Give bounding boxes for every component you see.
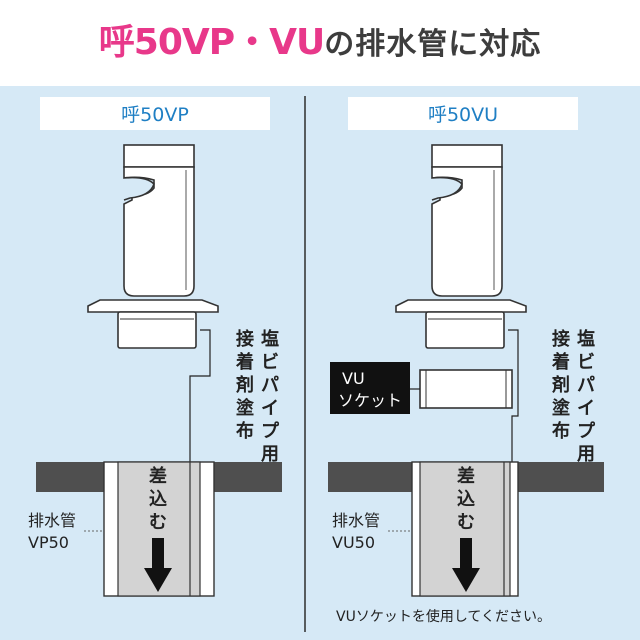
left-glue-1: 塩 <box>261 328 279 350</box>
left-pipe-label-1: 排水管 <box>28 511 76 530</box>
right-glue2-3: 剤 <box>551 374 570 396</box>
vu-socket <box>419 369 513 409</box>
left-glue-5: プ <box>261 420 280 442</box>
left-panel: 呼50VP 塩 ビ パ イ プ 用 <box>28 97 282 597</box>
right-trap-cap <box>431 144 503 168</box>
left-insert-label: 差 込 む <box>149 465 167 533</box>
left-insert-3: む <box>149 512 167 533</box>
left-glue-label-col1: 塩 ビ パ イ プ 用 <box>261 328 280 465</box>
right-pipe-label-2: VU50 <box>332 533 375 552</box>
left-glue2-1: 接 <box>236 328 254 350</box>
right-note: VUソケットを使用してください。 <box>336 608 551 625</box>
right-pipe-label-1: 排水管 <box>332 511 380 530</box>
right-flange <box>395 299 527 313</box>
right-glue2-4: 塗 <box>552 397 571 419</box>
right-glue-4: イ <box>577 398 595 419</box>
left-insert-2: 込 <box>149 489 167 510</box>
left-header-box <box>40 97 270 130</box>
right-trap-body <box>431 166 503 297</box>
right-insert-label: 差 込 む <box>457 465 475 533</box>
left-glue2-5: 布 <box>236 420 254 442</box>
right-trap <box>431 144 503 297</box>
left-header: 呼50VP <box>121 104 189 126</box>
left-glue-2: ビ <box>261 352 279 373</box>
right-insert-2: 込 <box>457 489 475 510</box>
right-header: 呼50VU <box>428 104 498 126</box>
right-glue-label-col2: 接 着 剤 塗 布 <box>551 328 571 442</box>
vu-socket-badge-line2: ソケット <box>338 391 402 410</box>
down-arrow-icon <box>452 538 480 592</box>
left-trap-notch <box>123 176 155 201</box>
left-floor-slab-b <box>214 462 282 492</box>
right-glue2-2: 着 <box>551 351 570 373</box>
left-pipe-label-2: VP50 <box>28 533 69 552</box>
left-glue2-4: 塗 <box>236 397 255 419</box>
right-glue2-5: 布 <box>552 420 570 442</box>
right-glue-5: プ <box>577 420 596 442</box>
vu-socket-badge-line1: VU <box>342 369 365 388</box>
right-floor-slab-b <box>518 462 604 492</box>
title-rest: の排水管に対応 <box>324 27 542 62</box>
right-insert-1: 差 <box>457 465 475 487</box>
left-trap-body <box>123 166 195 297</box>
down-arrow-icon <box>144 538 172 592</box>
vu-socket-badge <box>330 362 410 414</box>
left-glue2-2: 着 <box>235 351 254 373</box>
right-header-box <box>348 97 578 130</box>
left-glue-4: イ <box>261 398 279 419</box>
left-glue-label-col2: 接 着 剤 塗 布 <box>235 328 255 442</box>
right-panel: 呼50VU VU ソケット 塩 ビ パ イ <box>328 97 604 625</box>
right-insert-3: む <box>457 512 475 533</box>
right-glue-leader <box>508 329 519 472</box>
right-glue-6: 用 <box>577 444 595 465</box>
left-glue-leader <box>189 329 211 472</box>
right-trap-notch <box>431 176 463 201</box>
right-glue-label-col1: 塩 ビ パ イ プ 用 <box>577 328 596 465</box>
right-glue-3: パ <box>577 375 595 396</box>
left-insert-1: 差 <box>149 465 167 487</box>
right-glue-2: ビ <box>577 352 595 373</box>
right-glue-1: 塩 <box>577 328 595 350</box>
left-glue-3: パ <box>261 375 279 396</box>
page-title: 呼50VP・VUの排水管に対応 <box>0 14 640 72</box>
panel-background <box>0 86 640 640</box>
left-trap <box>123 144 195 297</box>
left-glue2-3: 剤 <box>235 374 254 396</box>
right-floor-slab-a <box>328 462 412 492</box>
title-highlight: 呼50VP・VU <box>98 22 325 63</box>
left-floor-slab-a <box>36 462 104 492</box>
left-glue-6: 用 <box>261 444 279 465</box>
right-adapter <box>425 311 505 349</box>
right-glue2-1: 接 <box>552 328 570 350</box>
left-flange <box>87 299 219 313</box>
left-adapter <box>117 311 197 349</box>
left-trap-cap <box>123 144 195 168</box>
